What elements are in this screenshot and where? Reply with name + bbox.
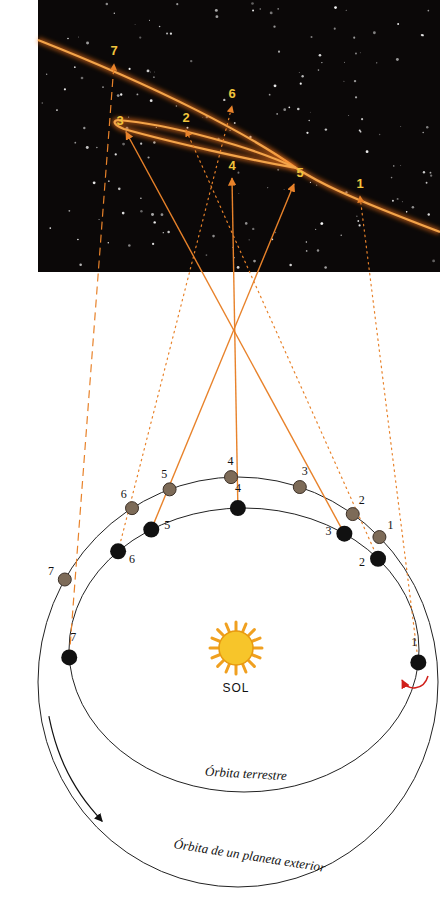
sky-position-number: 4 [228, 158, 235, 173]
planet-positions [58, 471, 426, 671]
orbit-position-number: 1 [388, 518, 394, 533]
orbit-position-number: 2 [359, 493, 365, 508]
orbits [38, 477, 438, 887]
orbit-position-number: 1 [411, 635, 417, 650]
starfield [38, 0, 440, 272]
orbit-position-number: 4 [227, 454, 233, 469]
orbit-position-number: 3 [302, 464, 308, 479]
orbit-position-number: 3 [325, 524, 331, 539]
orbit-position-number: 7 [70, 630, 76, 645]
orbit-position-number: 6 [121, 487, 127, 502]
sky-position-number: 7 [110, 43, 117, 58]
orbit-label: Órbita de un planeta exterior [173, 836, 327, 876]
orbit-position-number: 6 [129, 552, 135, 567]
orbit-position-number: 7 [48, 564, 54, 579]
sightlines [69, 64, 418, 662]
orbit-position-number: 5 [161, 467, 167, 482]
orbit-position-number: 5 [164, 518, 170, 533]
sky-position-number: 1 [356, 176, 363, 191]
sky-position-number: 2 [182, 110, 189, 125]
direction-arrow [49, 716, 102, 821]
orbit-position-number: 2 [359, 555, 365, 570]
sky-position-number: 5 [296, 165, 303, 180]
orbit-position-number: 4 [235, 481, 241, 496]
sun [210, 622, 262, 674]
sky-position-number: 3 [116, 113, 123, 128]
sky-position-number: 6 [228, 86, 235, 101]
sun-label: SOL [222, 681, 249, 695]
rotation-arrow [402, 676, 428, 688]
orbit-label: Órbita terrestre [205, 764, 287, 784]
